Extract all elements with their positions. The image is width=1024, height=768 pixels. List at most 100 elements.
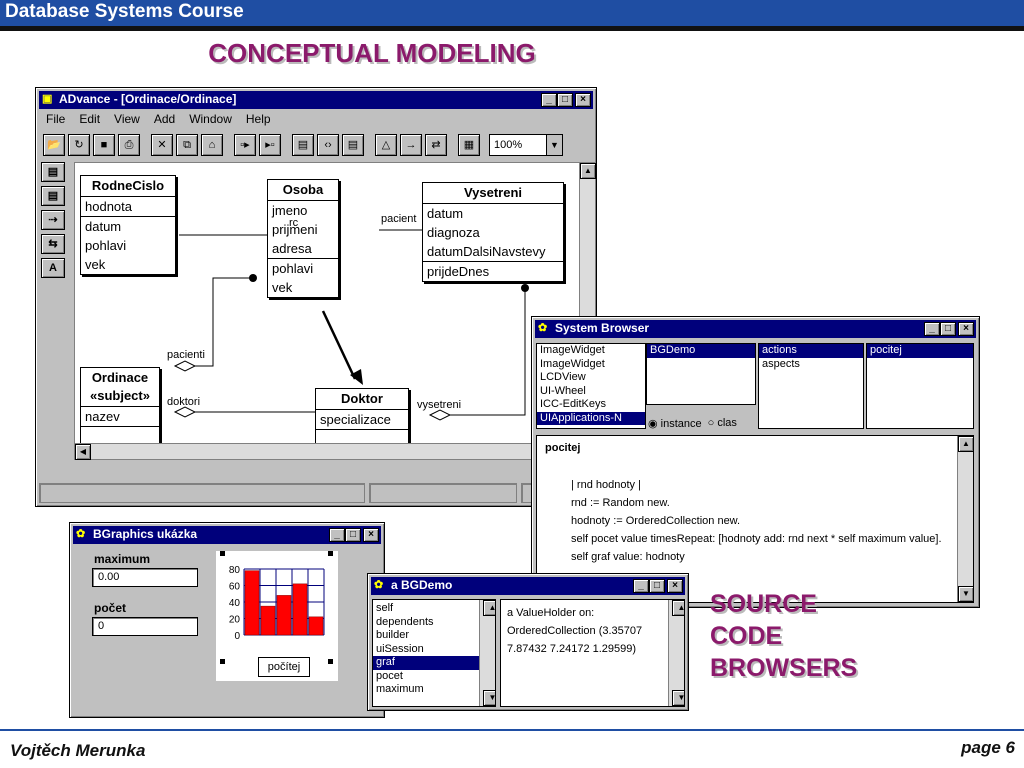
value-line: 7.87432 7.24172 1.29599) xyxy=(507,643,637,655)
inheritance-tool-icon[interactable]: △ xyxy=(375,134,397,156)
list-item-selected[interactable]: graf xyxy=(373,656,495,670)
field-list-scrollbar[interactable]: ▲ ▼ xyxy=(479,600,495,706)
link-forward-icon[interactable]: ▫▸ xyxy=(234,134,256,156)
category-list[interactable]: ImageWidget ImageWidget LCDView UI-Wheel… xyxy=(536,343,646,429)
class-ordinace[interactable]: Ordinace «subject» nazev xyxy=(80,367,160,447)
scroll-left-icon[interactable]: ◀ xyxy=(75,444,91,460)
attribute: specializace xyxy=(320,412,391,427)
new-subject-icon[interactable]: ▤ xyxy=(41,186,65,206)
list-item[interactable]: ICC-EditKeys xyxy=(540,398,607,410)
new-message-icon[interactable]: ⇆ xyxy=(41,234,65,254)
close-button[interactable]: × xyxy=(575,93,591,107)
maximize-button[interactable]: □ xyxy=(649,579,665,593)
save-icon[interactable]: ■ xyxy=(93,134,115,156)
code-vscrollbar[interactable]: ▲ ▼ xyxy=(957,436,974,602)
system-browser-titlebar[interactable]: ✿ System Browser _ □ × xyxy=(535,320,976,338)
paste-icon[interactable]: ⌂ xyxy=(201,134,223,156)
y-tick-label: 20 xyxy=(229,615,241,626)
menu-view[interactable]: View xyxy=(114,112,140,126)
zoom-select[interactable]: 100%▼ xyxy=(489,134,563,156)
protocol-list[interactable]: actions aspects xyxy=(758,343,864,429)
y-tick-label: 40 xyxy=(229,598,241,609)
list-item[interactable]: aspects xyxy=(762,357,800,370)
maximum-input[interactable]: 0.00 xyxy=(92,568,198,587)
list-item[interactable]: dependents xyxy=(376,615,434,628)
list-item[interactable]: uiSession xyxy=(376,642,424,655)
menu-help[interactable]: Help xyxy=(245,112,271,126)
class-vysetreni[interactable]: Vysetreni datum diagnoza datumDalsiNavst… xyxy=(422,182,564,282)
count-input[interactable]: 0 xyxy=(92,617,198,636)
list-item-selected[interactable]: pocitej xyxy=(867,344,973,358)
class-stereotype: «subject» xyxy=(81,386,159,407)
maximize-button[interactable]: □ xyxy=(557,93,573,107)
arrow-tool-icon[interactable]: → xyxy=(400,134,422,156)
smalltalk-icon: ✿ xyxy=(538,322,548,334)
class-rodnecislo[interactable]: RodneCislo hodnota datum pohlavi vek xyxy=(80,175,176,275)
new-link-icon[interactable]: ⇢ xyxy=(41,210,65,230)
class-osoba[interactable]: Osoba jmeno prijmeni adresa pohlavi vek xyxy=(267,179,339,298)
list-item[interactable]: builder xyxy=(376,629,410,641)
close-button[interactable]: × xyxy=(958,322,974,336)
list-item-selected[interactable]: BGDemo xyxy=(647,344,755,358)
compute-button[interactable]: počítej xyxy=(258,657,310,677)
scroll-up-icon[interactable]: ▲ xyxy=(580,163,596,179)
list-item[interactable]: self xyxy=(376,602,394,614)
diagram-canvas[interactable]: RodneCislo hodnota datum pohlavi vek Oso… xyxy=(74,162,596,460)
class-list[interactable]: BGDemo xyxy=(646,343,756,405)
list-item[interactable]: pocet xyxy=(376,669,403,682)
inspector-field-list[interactable]: self dependents builder uiSession graf p… xyxy=(372,599,496,707)
screen-icon[interactable]: ▦ xyxy=(458,134,480,156)
menu-file[interactable]: File xyxy=(46,112,66,126)
advance-titlebar[interactable]: ▣ ADvance - [Ordinace/Ordinace] _ □ × xyxy=(39,91,593,109)
maximize-button[interactable]: □ xyxy=(940,322,956,336)
refresh-icon[interactable]: ↻ xyxy=(68,134,90,156)
chevron-down-icon[interactable]: ▼ xyxy=(546,135,562,155)
list-item[interactable]: UI-Wheel xyxy=(540,384,586,397)
list-item-selected[interactable]: actions xyxy=(759,344,863,358)
scroll-up-icon[interactable]: ▲ xyxy=(672,600,684,616)
list-item[interactable]: ImageWidget xyxy=(540,357,605,370)
minimize-button[interactable]: _ xyxy=(633,579,649,593)
value-pane-scrollbar[interactable]: ▲ ▼ xyxy=(668,600,684,706)
scroll-down-icon[interactable]: ▼ xyxy=(483,690,495,706)
inspector-value-pane[interactable]: a ValueHolder on: OrderedCollection (3.3… xyxy=(500,599,685,707)
radio-class[interactable]: ○ clas xyxy=(707,417,737,429)
scroll-up-icon[interactable]: ▲ xyxy=(958,436,974,452)
flow-tool-icon[interactable]: ⇄ xyxy=(425,134,447,156)
list-item[interactable]: maximum xyxy=(376,683,424,695)
cut-icon[interactable]: ✕ xyxy=(151,134,173,156)
diagram-hscrollbar[interactable]: ◀ xyxy=(75,443,579,460)
scroll-down-icon[interactable]: ▼ xyxy=(958,586,974,602)
close-button[interactable]: × xyxy=(363,528,379,542)
new-class-icon[interactable]: ▤ xyxy=(41,162,65,182)
bgdemo-titlebar[interactable]: ✿ a BGDemo _ □ × xyxy=(371,577,685,595)
print-icon[interactable]: ⎙ xyxy=(118,134,140,156)
class-doktor[interactable]: Doktor specializace xyxy=(315,388,409,444)
list-item-selected[interactable]: UIApplications-N xyxy=(537,411,645,425)
list-item[interactable]: ImageWidget xyxy=(540,344,605,356)
compute-button-label: počítej xyxy=(267,661,301,673)
bgraphics-titlebar[interactable]: ✿ BGraphics ukázka _ □ × xyxy=(73,526,381,544)
radio-instance[interactable]: ◉ instance xyxy=(648,418,702,430)
maximize-button[interactable]: □ xyxy=(345,528,361,542)
course-header: Database Systems Course xyxy=(0,0,1024,26)
class-tool-icon[interactable]: ▤ xyxy=(292,134,314,156)
scroll-up-icon[interactable]: ▲ xyxy=(483,600,495,616)
minimize-button[interactable]: _ xyxy=(541,93,557,107)
list-item[interactable]: LCDView xyxy=(540,371,586,383)
method-list[interactable]: pocitej xyxy=(866,343,974,429)
new-text-icon[interactable]: A xyxy=(41,258,65,278)
label-line: BROWSERS xyxy=(710,654,858,682)
minimize-button[interactable]: _ xyxy=(329,528,345,542)
menu-edit[interactable]: Edit xyxy=(79,112,101,126)
link-back-icon[interactable]: ▸▫ xyxy=(259,134,281,156)
menu-add[interactable]: Add xyxy=(153,112,176,126)
minimize-button[interactable]: _ xyxy=(924,322,940,336)
scroll-down-icon[interactable]: ▼ xyxy=(672,690,684,706)
close-button[interactable]: × xyxy=(667,579,683,593)
open-icon[interactable]: 📂 xyxy=(43,134,65,156)
entity-tool-icon[interactable]: ▤ xyxy=(342,134,364,156)
copy-icon[interactable]: ⧉ xyxy=(176,134,198,156)
association-tool-icon[interactable]: ‹› xyxy=(317,134,339,156)
menu-window[interactable]: Window xyxy=(189,112,232,126)
